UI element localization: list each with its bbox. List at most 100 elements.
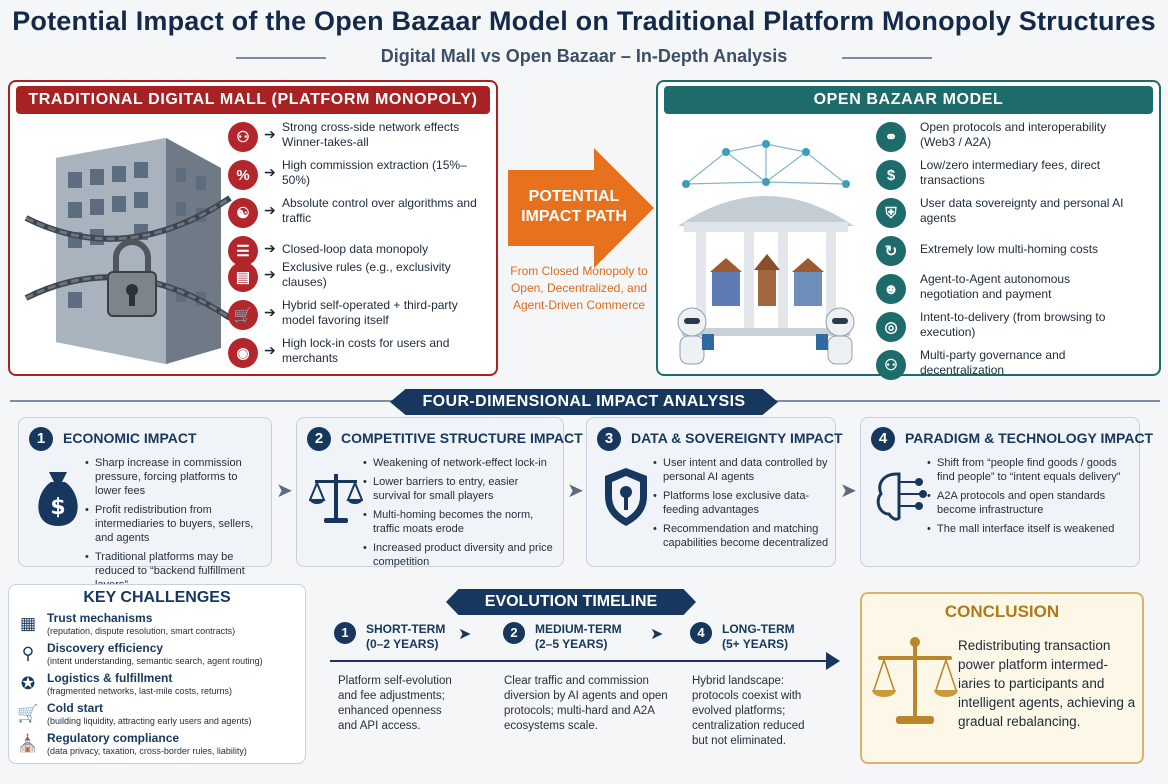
timeline-title: EVOLUTION TIMELINE (446, 589, 696, 615)
lock-icon: ◉ (228, 338, 258, 368)
card-bullet: Profit redistribution from intermediarie… (85, 503, 265, 545)
mall-panel-title: TRADITIONAL DIGITAL MALL (PLATFORM MONOP… (16, 86, 490, 114)
bank-icon: ⛪ (17, 734, 39, 753)
card-number: 2 (307, 427, 331, 451)
card-bullet: Sharp increase in commission pressure, f… (85, 456, 265, 498)
robot-icon: ☻ (876, 274, 906, 304)
timeline-stage-range: (2–5 YEARS) (535, 637, 608, 651)
money-bag-icon: $ (38, 472, 78, 526)
card-bullet: Lower barriers to entry, easier survival… (363, 475, 557, 503)
data-sovereignty-card: 3 DATA & SOVEREIGNTY IMPACT User intent … (586, 417, 843, 567)
bazaar-feature-text: Extremely low multi-homing costs (920, 242, 1099, 256)
challenge-desc: (intent understanding, semantic search, … (47, 656, 263, 666)
challenge-desc: (data privacy, taxation, cross-border ru… (47, 746, 247, 756)
mall-feature-text: High commission extraction (15%–50%) (282, 158, 467, 187)
arrow-icon: ➔ (264, 202, 276, 218)
card-bullet: Platforms lose exclusive data-feeding ad… (653, 489, 829, 517)
arrow-icon: ➔ (264, 304, 276, 320)
group-icon: ⚇ (876, 350, 906, 380)
arrow-icon: ➔ (264, 164, 276, 180)
arrow-icon: ➔ (264, 266, 276, 282)
arrow-icon: ➔ (264, 342, 276, 358)
bazaar-feature: ◎ Intent-to-delivery (from browsing to e… (876, 310, 1136, 346)
mall-feature: 🛒 ➔ Hybrid self-operated + third-party m… (228, 298, 488, 334)
mall-feature: ▤ ➔ Exclusive rules (e.g., exclusivity c… (228, 260, 488, 296)
subtitle-divider-right (842, 57, 932, 59)
conclusion-title: CONCLUSION (944, 602, 1060, 621)
four-dim-title: FOUR-DIMENSIONAL IMPACT ANALYSIS (390, 389, 778, 415)
card-bullet: Recommendation and matching capabilities… (653, 522, 829, 550)
timeline-arrowhead (826, 652, 840, 670)
mall-feature: ⚇ ➔ Strong cross-side network effects Wi… (228, 120, 488, 156)
competitive-impact-card: 2 COMPETITIVE STRUCTURE IMPACT Weakening… (296, 417, 583, 569)
challenges-title: KEY CHALLENGES (83, 589, 231, 606)
card-bullet: The mall interface itself is weakened (927, 522, 1133, 536)
bazaar-pavilion-illustration (677, 140, 855, 365)
timeline-stage-text: Clear traffic and commission diversion b… (504, 675, 668, 732)
challenge-desc: (building liquidity, attracting early us… (47, 716, 252, 726)
page-title: Potential Impact of the Open Bazaar Mode… (12, 6, 1156, 36)
document-icon: ▤ (228, 262, 258, 292)
database-icon: ☰ (228, 236, 258, 266)
timeline-stage-text: Hybrid landscape: protocols coexist with… (692, 675, 805, 747)
card-bullets: User intent and data controlled by perso… (653, 456, 829, 555)
card-bullet: Multi-homing becomes the norm, traffic m… (363, 508, 557, 536)
timeline-stage-number: 4 (690, 622, 712, 644)
challenge-item: 🛒 Cold start (building liquidity, attrac… (17, 701, 303, 731)
network-people-icon: ⚇ (228, 122, 258, 152)
card-number: 4 (871, 427, 895, 451)
impact-path-label: POTENTIAL IMPACT PATH (521, 188, 627, 225)
challenge-item: ⚲ Discovery efficiency (intent understan… (17, 641, 303, 671)
challenge-item: ▦ Trust mechanisms (reputation, dispute … (17, 611, 303, 641)
bazaar-feature-text: Intent-to-delivery (from browsing to exe… (920, 310, 1106, 339)
card-bullet: A2A protocols and open standards become … (927, 489, 1133, 517)
timeline-stage-label: MEDIUM-TERM (535, 622, 622, 636)
search-icon: ⚲ (21, 644, 35, 663)
mall-feature-text: Hybrid self-operated + third-party model… (282, 298, 458, 327)
bazaar-feature: ↻ Extremely low multi-homing costs (876, 234, 1136, 270)
card-bullets: Shift from “people find goods / goods fi… (927, 456, 1133, 541)
bazaar-feature-text: Open protocols and interoperability (Web… (920, 120, 1107, 149)
impact-path-subtitle: From Closed Monopoly to Open, Decentrali… (510, 264, 648, 312)
card-title: ECONOMIC IMPACT (63, 430, 197, 446)
badge-icon: ✪ (20, 674, 36, 693)
timeline-stage-label: SHORT-TERM (366, 622, 446, 636)
mall-feature-text: Absolute control over algorithms and tra… (282, 196, 477, 225)
bazaar-feature-text: Agent-to-Agent autonomous negotiation an… (920, 272, 1071, 301)
arrow-right-icon: ➤ (650, 626, 664, 643)
mall-feature: ◉ ➔ High lock-in costs for users and mer… (228, 336, 488, 372)
dollar-icon: $ (876, 160, 906, 190)
bazaar-feature: $ Low/zero intermediary fees, direct tra… (876, 158, 1136, 194)
cycle-icon: ↻ (876, 236, 906, 266)
subtitle-row: Digital Mall vs Open Bazaar – In-Depth A… (0, 44, 1168, 70)
key-challenges-panel: KEY CHALLENGES ▦ Trust mechanisms (reput… (8, 584, 306, 764)
card-number: 1 (29, 427, 53, 451)
globe-icon: ⚭ (876, 122, 906, 152)
challenge-desc: (fragmented networks, last-mile costs, r… (47, 686, 233, 696)
calculator-icon: ▦ (19, 614, 37, 633)
arrow-right-icon: ➤ (840, 480, 857, 502)
arrow-icon: ➔ (264, 126, 276, 142)
bazaar-feature: ⚭ Open protocols and interoperability (W… (876, 120, 1136, 156)
challenge-title: Discovery efficiency (47, 641, 164, 655)
card-bullets: Sharp increase in commission pressure, f… (85, 456, 265, 597)
arrow-right-icon: ➤ (458, 626, 472, 643)
mall-feature-text: High lock-in costs for users and merchan… (282, 336, 450, 365)
brain-circuit-icon (876, 472, 927, 521)
card-title: PARADIGM & TECHNOLOGY IMPACT (905, 430, 1154, 446)
bazaar-feature: ⛨ User data sovereignty and personal AI … (876, 196, 1136, 232)
card-bullet: Increased product diversity and price co… (363, 541, 557, 569)
conclusion-panel: CONCLUSION Redistributing transaction po… (860, 592, 1144, 764)
timeline-stage-number: 2 (503, 622, 525, 644)
timeline-stage-heading: LONG-TERM (5+ YEARS) (722, 622, 795, 652)
bazaar-feature: ⚇ Multi-party governance and decentraliz… (876, 348, 1136, 384)
open-bazaar-panel: OPEN BAZAAR MODEL ⚭ Open protoc (656, 80, 1161, 380)
target-icon: ◎ (876, 312, 906, 342)
shield-key-icon (605, 468, 647, 526)
chained-building-illustration (24, 138, 232, 364)
scales-icon (872, 637, 958, 724)
traditional-mall-panel: TRADITIONAL DIGITAL MALL (PLATFORM MONOP… (8, 80, 498, 376)
page-subtitle: Digital Mall vs Open Bazaar – In-Depth A… (380, 46, 788, 66)
impact-path-arrow (508, 148, 654, 268)
challenge-title: Regulatory compliance (47, 731, 180, 745)
